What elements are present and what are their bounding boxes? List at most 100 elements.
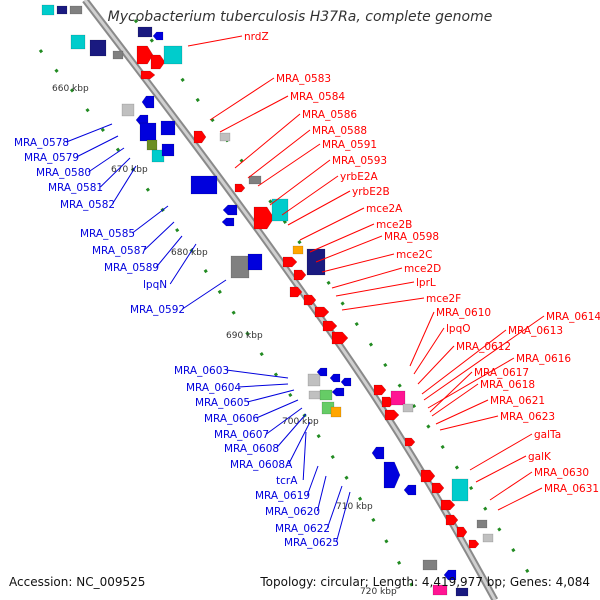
leader-line — [209, 77, 275, 121]
gene-feature — [293, 269, 307, 281]
gene-label-mce2c: mce2C — [396, 249, 432, 261]
gene-feature — [163, 45, 183, 65]
gene-feature — [403, 484, 417, 496]
gene-feature — [440, 499, 456, 511]
gene-feature — [330, 406, 342, 418]
gene-feature — [303, 294, 317, 306]
tick-track-right — [133, 19, 532, 576]
leader-line — [247, 389, 295, 403]
label-leader-lines — [66, 35, 545, 543]
gene-feature — [331, 387, 345, 397]
gene-feature — [402, 403, 414, 413]
gene-label-yrbe2b: yrbE2B — [352, 186, 390, 198]
gene-feature — [331, 331, 349, 345]
leader-line — [413, 327, 445, 375]
gene-label-mra_0616: MRA_0616 — [516, 353, 571, 365]
leader-line — [288, 421, 311, 465]
gene-feature — [193, 130, 207, 144]
gene-feature — [70, 34, 86, 50]
gene-label-mra_0608: MRA_0608 — [224, 443, 279, 455]
gene-feature — [190, 175, 218, 195]
leader-line — [169, 243, 197, 285]
gene-feature — [248, 175, 262, 185]
leader-line — [423, 315, 545, 401]
gene-feature — [307, 373, 321, 387]
gene-feature — [329, 373, 341, 383]
gene-feature — [384, 409, 400, 421]
gene-label-mra_0583: MRA_0583 — [276, 73, 331, 85]
leader-line — [306, 465, 319, 496]
gene-label-mce2b: mce2B — [376, 219, 412, 231]
leader-line — [266, 407, 303, 435]
gene-label-mra_0580: MRA_0580 — [36, 167, 91, 179]
gene-label-mra_0618: MRA_0618 — [480, 379, 535, 391]
gene-feature — [431, 482, 445, 494]
gene-label-lpqn: lpqN — [143, 279, 167, 291]
gene-feature — [314, 306, 330, 318]
gene-feature — [322, 320, 338, 332]
gene-label-mra_0617: MRA_0617 — [474, 367, 529, 379]
gene-label-mce2a: mce2A — [366, 203, 403, 215]
leader-line — [421, 329, 507, 395]
gene-feature — [221, 217, 235, 227]
gene-label-mra_0593: MRA_0593 — [332, 155, 387, 167]
leader-line — [335, 281, 415, 297]
gene-label-mra_0587: MRA_0587 — [92, 245, 147, 257]
gene-feature — [373, 384, 387, 396]
gene-label-yrbe2a: yrbE2A — [340, 171, 379, 183]
scale-label: 700 kbp — [282, 417, 319, 427]
leader-line — [111, 165, 137, 205]
gene-feature — [420, 469, 436, 483]
leader-line — [489, 471, 533, 501]
leader-line — [132, 205, 169, 234]
scale-label: 670 kbp — [111, 165, 148, 175]
gene-feature — [56, 5, 68, 15]
gene-label-galk: galK — [528, 451, 552, 463]
gene-feature — [222, 204, 238, 216]
gene-label-mra_0586: MRA_0586 — [302, 109, 357, 121]
map-title: Mycobacterium tuberculosis H37Ra, comple… — [107, 9, 493, 25]
gene-feature — [160, 120, 176, 136]
gene-label-mra_0622: MRA_0622 — [275, 523, 330, 535]
gene-feature — [383, 461, 401, 489]
gene-feature — [476, 519, 488, 529]
gene-feature — [445, 514, 459, 526]
gene-label-mce2d: mce2D — [404, 263, 441, 275]
gene-label-mra_0591: MRA_0591 — [322, 139, 377, 151]
gene-label-mra_0603: MRA_0603 — [174, 365, 229, 377]
gene-feature — [422, 559, 438, 571]
gene-label-nrdz: nrdZ — [244, 31, 269, 43]
gene-feature — [141, 95, 155, 109]
leader-line — [219, 95, 289, 133]
gene-feature — [292, 245, 304, 255]
leader-line — [475, 455, 527, 483]
accession-text: Accession: NC_009525 — [9, 575, 146, 589]
leader-line — [315, 235, 383, 263]
leader-line — [156, 235, 183, 268]
gene-feature — [271, 198, 289, 222]
gene-label-mra_0630: MRA_0630 — [534, 467, 589, 479]
gene-label-galta: galTa — [534, 429, 561, 441]
gene-feature — [289, 286, 303, 298]
leader-line — [331, 267, 403, 289]
leader-line — [287, 190, 351, 226]
gene-feature — [136, 45, 154, 65]
gene-label-mra_0608a: MRA_0608A — [230, 459, 293, 471]
gene-feature — [140, 70, 156, 80]
gene-feature — [282, 256, 298, 268]
backbone-line — [83, 0, 497, 600]
gene-label-mra_0592: MRA_0592 — [130, 304, 185, 316]
gene-feature — [161, 143, 175, 157]
gene-feature — [404, 437, 416, 447]
leader-line — [247, 129, 311, 179]
gene-labels: nrdZMRA_0583MRA_0584MRA_0586MRA_0588MRA_… — [14, 31, 600, 549]
scale-label: 710 kbp — [336, 502, 373, 512]
gene-feature — [456, 526, 468, 538]
leader-line — [269, 159, 331, 206]
gene-label-mra_0581: MRA_0581 — [48, 182, 103, 194]
leader-line — [431, 383, 479, 417]
leader-line — [335, 491, 351, 543]
gene-feature — [340, 377, 352, 387]
